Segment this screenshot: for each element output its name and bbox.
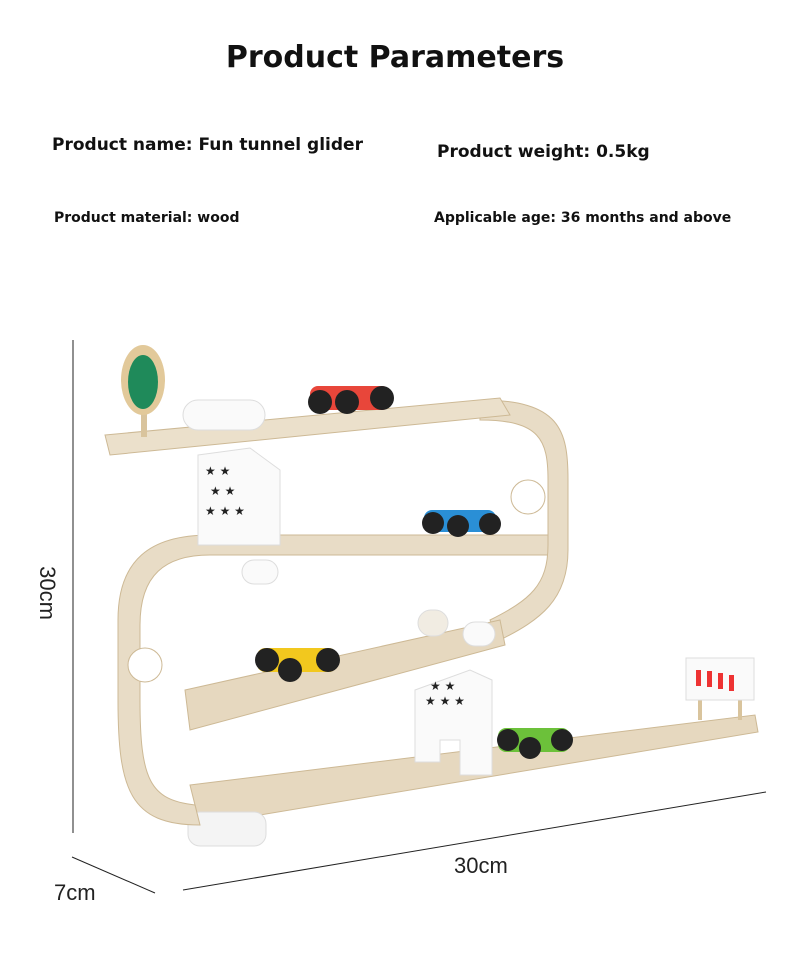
svg-text:★ ★ ★: ★ ★ ★ bbox=[425, 694, 465, 708]
svg-text:★ ★: ★ ★ bbox=[430, 679, 455, 693]
applicable-age: Applicable age: 36 months and above bbox=[434, 210, 732, 226]
page-title: Product Parameters bbox=[225, 40, 565, 75]
barrier-sign bbox=[685, 657, 755, 720]
svg-text:★ ★ ★: ★ ★ ★ bbox=[205, 504, 245, 518]
green-car bbox=[497, 728, 573, 759]
svg-text:★ ★: ★ ★ bbox=[210, 484, 235, 498]
wooden-track-toy: ★ ★★ ★★ ★ ★ ★ ★★ ★ ★ bbox=[104, 345, 759, 847]
width-dimension: 30cm bbox=[454, 853, 508, 878]
red-car bbox=[308, 386, 394, 414]
product-weight: Product weight: 0.5kg bbox=[437, 142, 650, 162]
tree-sign bbox=[121, 345, 165, 437]
depth-dimension: 7cm bbox=[54, 880, 96, 905]
yellow-car bbox=[255, 648, 340, 682]
blue-car bbox=[422, 510, 501, 537]
dimension-lines bbox=[71, 340, 767, 894]
product-material: Product material: wood bbox=[54, 210, 240, 226]
height-dimension: 30cm bbox=[34, 566, 60, 620]
svg-text:★ ★: ★ ★ bbox=[205, 464, 230, 478]
product-name: Product name: Fun tunnel glider bbox=[52, 135, 363, 155]
